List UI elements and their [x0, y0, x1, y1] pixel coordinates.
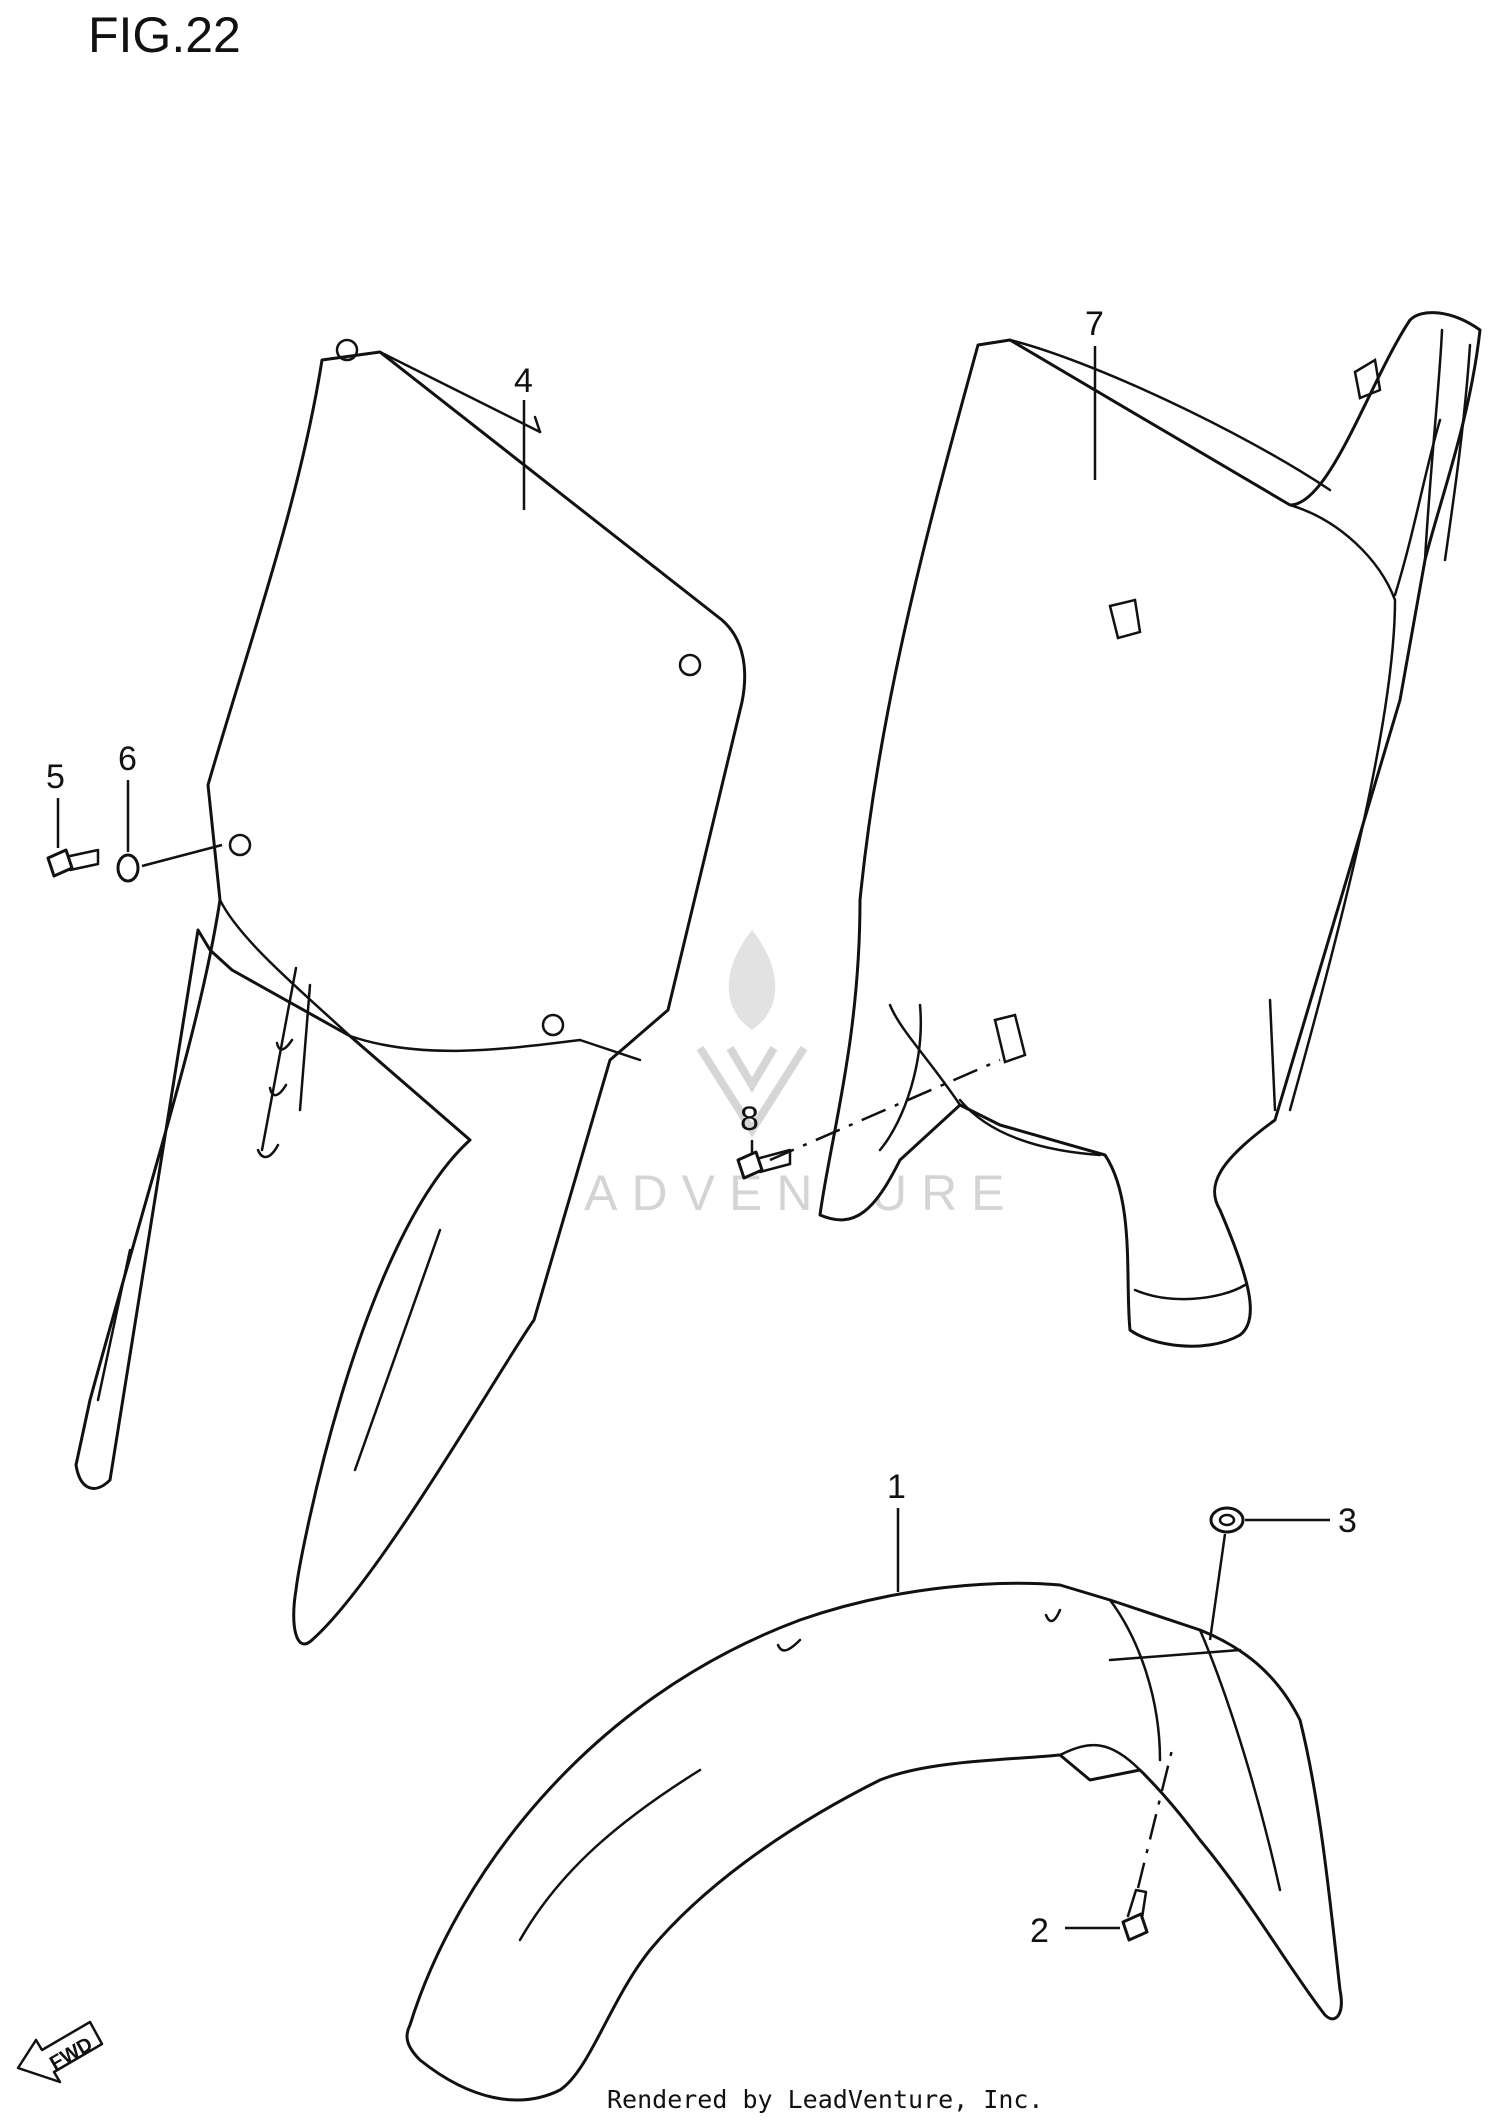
- figure-title: FIG.22: [88, 7, 241, 63]
- leader-lines: [56, 346, 1330, 1930]
- part-3-nut: [1209, 1506, 1245, 1534]
- part-8-bolt: [736, 1148, 792, 1180]
- callout-7: 7: [1085, 305, 1104, 343]
- callout-6: 6: [118, 740, 137, 778]
- part-6-washer: [116, 853, 140, 883]
- footer-credit: Rendered by LeadVenture, Inc.: [607, 2085, 1044, 2114]
- part-2-bolt: [1121, 1888, 1149, 1942]
- part-7-number-plate: [818, 311, 1482, 1348]
- callout-5: 5: [46, 758, 65, 796]
- watermark: LEADVENTURE: [495, 930, 1005, 1221]
- callout-8: 8: [740, 1100, 759, 1138]
- callout-1: 1: [887, 1468, 906, 1506]
- part-1-front-fender: [405, 1581, 1343, 2102]
- callout-2: 2: [1030, 1912, 1049, 1950]
- fwd-arrow-icon: FWD: [16, 2020, 104, 2084]
- callout-3: 3: [1338, 1502, 1357, 1540]
- watermark-logo-icon: [696, 930, 808, 1138]
- callout-4: 4: [514, 362, 533, 400]
- part-5-bolt: [46, 848, 100, 878]
- part-4-number-plate: [74, 338, 747, 1646]
